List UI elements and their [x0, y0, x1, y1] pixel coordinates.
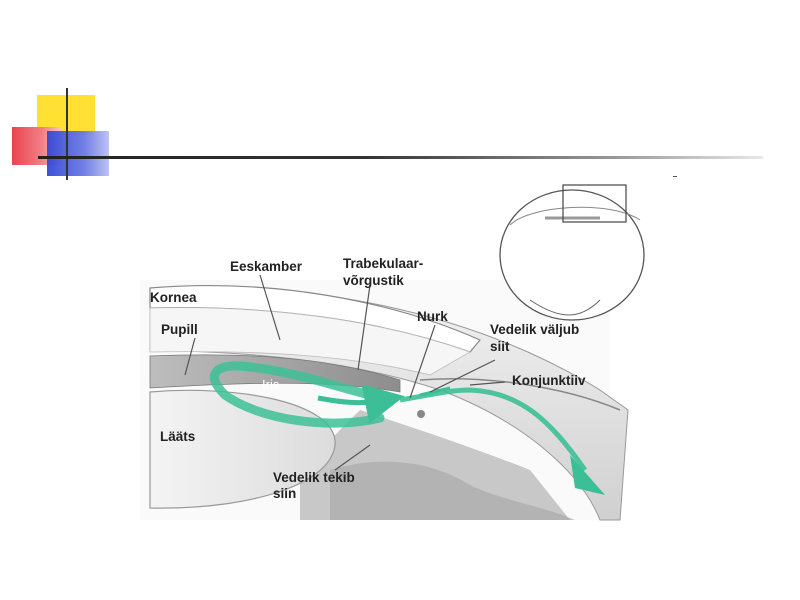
- leader-trabekulaar: [357, 284, 371, 371]
- label-vedelik-valjub-line1: Vedelik väljub: [490, 322, 579, 337]
- fluid-flow: [209, 361, 605, 495]
- anterior-chamber: [149, 307, 471, 376]
- deco-blue-square: [47, 131, 109, 176]
- label-trabekulaar-line1: Trabekulaar-: [343, 256, 423, 271]
- label-nurk: Nurk: [417, 309, 448, 324]
- label-kornea: Kornea: [150, 290, 197, 305]
- deco-vertical-line: [66, 88, 68, 180]
- label-konjunktiiv: Konjunktiiv: [512, 373, 586, 388]
- ciliary-processes: [330, 461, 575, 520]
- deco-dash: [673, 176, 677, 177]
- flow-arrow-exit: [419, 386, 451, 397]
- label-laats: Lääts: [160, 429, 195, 444]
- inset-cornea: [509, 206, 641, 226]
- flow-arrowhead-outflow: [570, 455, 605, 495]
- label-vedelik-tekib-line2: siin: [273, 486, 296, 501]
- leader-pupill: [184, 337, 196, 376]
- cross-section: [140, 280, 629, 521]
- label-eeskamber: Eeskamber: [230, 259, 303, 274]
- flow-arrow-outflow: [399, 387, 588, 472]
- flow-arrow-inner: [209, 361, 385, 428]
- label-vedelik-valjub-line2: siit: [490, 339, 510, 354]
- eye-inset: [499, 184, 645, 321]
- flow-arrow-to-angle: [317, 384, 405, 424]
- schlemm-canal: [417, 410, 425, 418]
- conjunctiva: [419, 378, 621, 411]
- label-vedelik-tekib-line1: Vedelik tekib: [273, 470, 355, 485]
- leader-konjunktiiv: [469, 381, 506, 386]
- label-pupill: Pupill: [161, 322, 198, 337]
- leader-vedelik-tekib: [334, 444, 371, 471]
- leader-nurk: [409, 324, 436, 399]
- eyeball-outline: [499, 189, 645, 321]
- leader-eeskamber: [259, 274, 281, 341]
- leader-vedelik-valjub: [429, 359, 496, 393]
- inset-zoom-box: [562, 184, 627, 223]
- label-trabekulaar-line2: võrgustik: [343, 273, 404, 288]
- label-iris: Iris: [262, 377, 280, 392]
- leader-lines: [184, 274, 506, 471]
- inset-optic-nerve: [529, 299, 601, 316]
- deco-horizontal-rule: [38, 156, 763, 159]
